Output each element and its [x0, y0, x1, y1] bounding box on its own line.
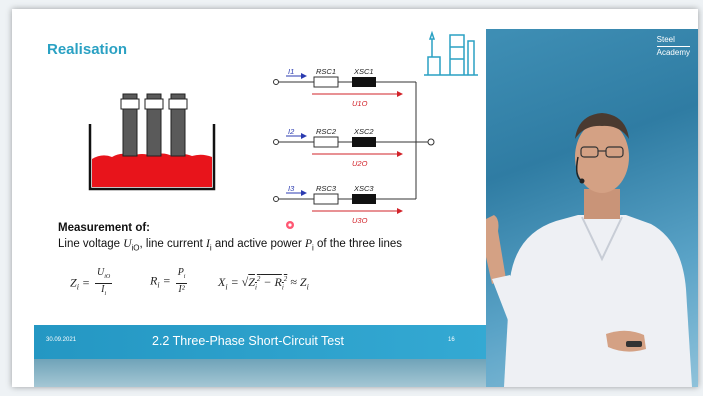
slide-footer: 30.09.2021 2.2 Three-Phase Short-Circuit…: [34, 325, 486, 359]
slide-frame: Realisation: [12, 9, 698, 387]
speaker-silhouette: [486, 113, 692, 387]
current-label-2: I2: [288, 127, 295, 136]
u-label-2: U2O: [352, 159, 368, 168]
u-label-3: U3O: [352, 216, 368, 225]
formula-x: Xi = √Zi2 − Ri2 ≈ Zi: [218, 275, 309, 292]
brand-logo: Steel Academy: [656, 35, 690, 57]
circuit-line-2: [273, 133, 416, 157]
x-label-1: XSC1: [353, 67, 374, 76]
circuit-line-3: [273, 190, 416, 214]
bottom-background-strip: [34, 359, 486, 387]
circuit-diagram: I1 RSC1 XSC1 U1O I2 RSC2 XSC2 U2O I3 RSC…: [273, 67, 435, 225]
footer-date: 30.09.2021: [46, 337, 77, 343]
r-label-2: RSC2: [316, 127, 337, 136]
electrode-3: [168, 93, 188, 157]
furnace-illustration: [88, 93, 216, 191]
academy-logo-icon: [424, 30, 478, 76]
current-label-1: I1: [288, 67, 294, 76]
x-label-2: XSC2: [353, 127, 374, 136]
r-label-3: RSC3: [316, 184, 337, 193]
speaker-video: Steel Academy: [486, 29, 698, 387]
footer-title: 2.2 Three-Phase Short-Circuit Test: [152, 334, 344, 348]
x-label-3: XSC3: [353, 184, 374, 193]
current-label-3: I3: [288, 184, 295, 193]
u-label-1: U1O: [352, 99, 368, 108]
footer-page-number: 16: [448, 337, 455, 343]
r-label-1: RSC1: [316, 67, 336, 76]
laser-pointer-dot: [286, 221, 294, 229]
star-point: [427, 138, 435, 146]
electrode-2: [144, 93, 164, 157]
measurement-title: Measurement of:: [58, 222, 151, 234]
measurement-text: Line voltage UiO, line current Ii and ac…: [58, 238, 403, 253]
circuit-line-1: [273, 73, 416, 97]
electrode-1: [120, 93, 140, 157]
slide-title: Realisation: [47, 41, 128, 58]
